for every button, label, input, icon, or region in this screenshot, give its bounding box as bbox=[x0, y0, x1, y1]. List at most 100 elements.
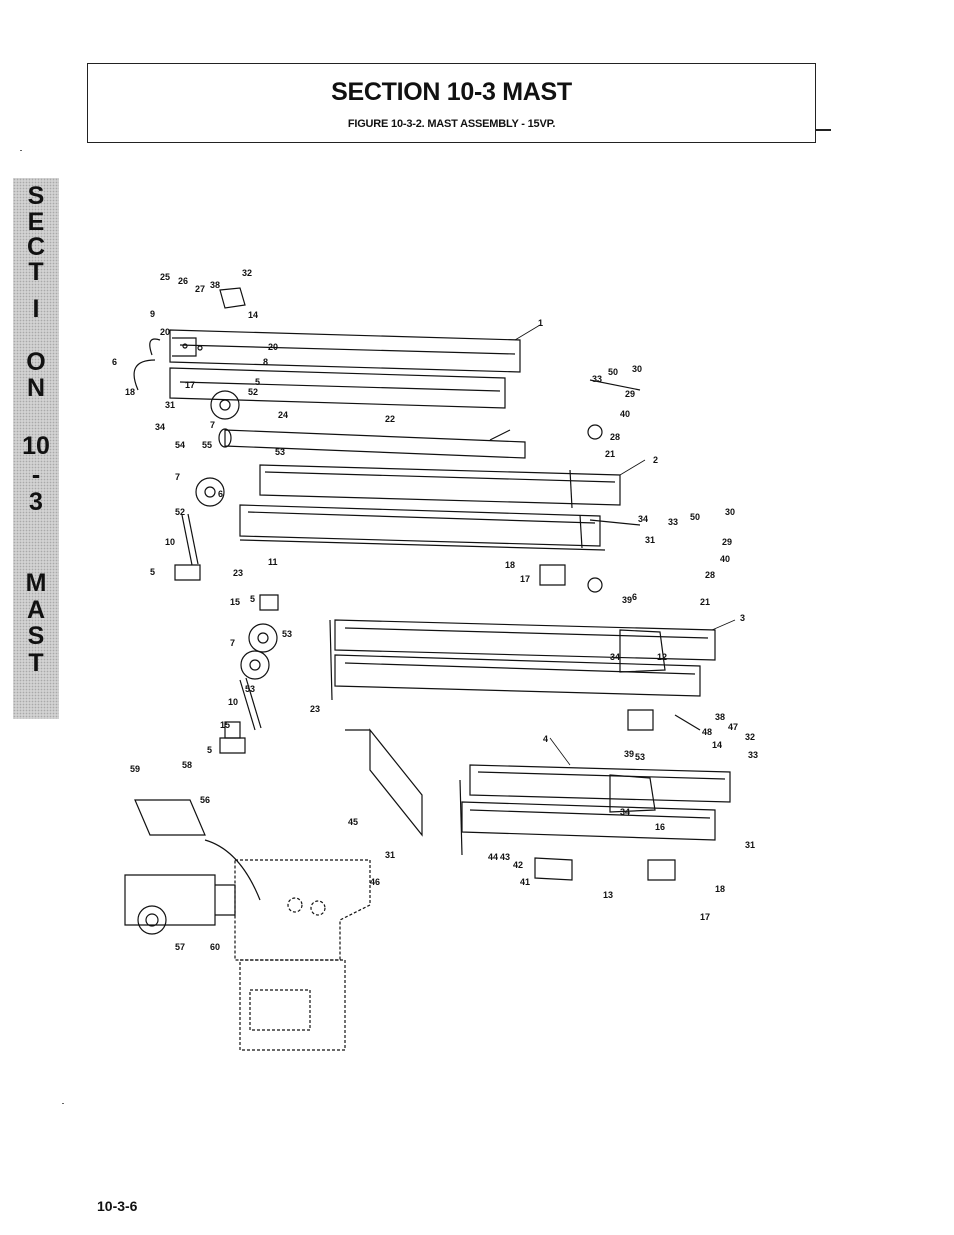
side-tab-char: C bbox=[26, 233, 46, 261]
callout: 34 bbox=[610, 652, 620, 662]
callout: 34 bbox=[620, 807, 630, 817]
base-chassis bbox=[234, 859, 371, 1051]
callout: 42 bbox=[513, 860, 523, 870]
callout: 20 bbox=[160, 327, 170, 337]
callout: 10 bbox=[228, 697, 238, 707]
callout: 5 bbox=[150, 567, 155, 577]
callout: 47 bbox=[728, 722, 738, 732]
callout: 8 bbox=[263, 357, 268, 367]
callout: 29 bbox=[625, 389, 635, 399]
callout: 21 bbox=[605, 449, 615, 459]
figure-caption: FIGURE 10-3-2. MAST ASSEMBLY - 15VP. bbox=[347, 118, 556, 130]
callout: 45 bbox=[348, 817, 358, 827]
callout: 33 bbox=[592, 374, 602, 384]
mast-section-3 bbox=[329, 619, 716, 701]
side-tab-char: 10 bbox=[22, 432, 50, 460]
callout: 18 bbox=[505, 560, 515, 570]
callout: 23 bbox=[310, 704, 320, 714]
motor-assembly bbox=[124, 799, 261, 935]
callout: 53 bbox=[275, 447, 285, 457]
callout: 44 bbox=[488, 852, 498, 862]
callout: 56 bbox=[200, 795, 210, 805]
callout: 17 bbox=[185, 380, 195, 390]
callout: 3 bbox=[740, 613, 745, 623]
side-tab-char: E bbox=[27, 208, 45, 236]
callout: 12 bbox=[657, 652, 667, 662]
mast-section-4 bbox=[459, 764, 731, 856]
leader-lines bbox=[514, 324, 736, 766]
callout: 16 bbox=[655, 822, 665, 832]
side-tab-char: T bbox=[28, 649, 44, 677]
callout: 5 bbox=[250, 594, 255, 604]
callout: 52 bbox=[248, 387, 258, 397]
callout: 50 bbox=[608, 367, 618, 377]
side-tab-char: T bbox=[28, 258, 44, 286]
section-title: SECTION 10-3 MAST bbox=[331, 78, 572, 106]
callout: 20 bbox=[268, 342, 278, 352]
callout: 55 bbox=[202, 440, 212, 450]
callout: 25 bbox=[160, 272, 170, 282]
sheave-assemblies bbox=[195, 390, 603, 680]
callout: 50 bbox=[690, 512, 700, 522]
callout: 31 bbox=[745, 840, 755, 850]
callout: 22 bbox=[385, 414, 395, 424]
callout: 53 bbox=[245, 684, 255, 694]
shafts bbox=[181, 513, 262, 731]
callout: 18 bbox=[715, 884, 725, 894]
callout: 54 bbox=[175, 440, 185, 450]
callout: 14 bbox=[248, 310, 258, 320]
callout: 1 bbox=[538, 318, 543, 328]
callout: 34 bbox=[638, 514, 648, 524]
callout: 4 bbox=[543, 734, 548, 744]
callout: 13 bbox=[603, 890, 613, 900]
callout: 6 bbox=[218, 489, 223, 499]
callout: 32 bbox=[745, 732, 755, 742]
side-tab-char: S bbox=[27, 182, 45, 210]
callout: 23 bbox=[233, 568, 243, 578]
callout: 34 bbox=[155, 422, 165, 432]
section-header-box: SECTION 10-3 MAST FIGURE 10-3-2. MAST AS… bbox=[87, 63, 816, 143]
callout: 28 bbox=[610, 432, 620, 442]
cable-and-latch bbox=[133, 287, 246, 391]
callout: 9 bbox=[150, 309, 155, 319]
callout: 7 bbox=[210, 420, 215, 430]
callout: 57 bbox=[175, 942, 185, 952]
callout: 6 bbox=[112, 357, 117, 367]
side-tab-char: A bbox=[26, 596, 46, 624]
callout: 41 bbox=[520, 877, 530, 887]
mast-assembly-drawing: 1 2 3 4 5 5 5 5 6 6 6 7 7 7 8 9 10 10 11… bbox=[112, 268, 758, 1051]
mast-section-2 bbox=[239, 464, 621, 551]
callout: 6 bbox=[632, 592, 637, 602]
callout: 31 bbox=[645, 535, 655, 545]
callout: 7 bbox=[230, 638, 235, 648]
callout: 48 bbox=[702, 727, 712, 737]
callout-labels: 1 2 3 4 5 5 5 5 6 6 6 7 7 7 8 9 10 10 11… bbox=[112, 268, 758, 952]
callout: 53 bbox=[282, 629, 292, 639]
brackets bbox=[174, 564, 279, 754]
scan-speck bbox=[20, 150, 22, 151]
tray-panel bbox=[345, 728, 423, 837]
callout: 24 bbox=[278, 410, 288, 420]
callout: 28 bbox=[705, 570, 715, 580]
callout: 17 bbox=[700, 912, 710, 922]
section-side-tab: S E C T I O N 10 - 3 M A S T bbox=[13, 178, 59, 719]
callout: 32 bbox=[242, 268, 252, 278]
callout: 27 bbox=[195, 284, 205, 294]
callout: 15 bbox=[220, 720, 230, 730]
mast-section-1 bbox=[169, 329, 521, 409]
callout: 10 bbox=[165, 537, 175, 547]
side-tab-char: I bbox=[32, 295, 40, 323]
callout: 40 bbox=[620, 409, 630, 419]
callout: 39 bbox=[622, 595, 632, 605]
side-tab-char: M bbox=[25, 569, 47, 597]
callout: 5 bbox=[207, 745, 212, 755]
callout: 38 bbox=[210, 280, 220, 290]
callout: 18 bbox=[125, 387, 135, 397]
callout: 7 bbox=[175, 472, 180, 482]
side-tab-char: N bbox=[26, 374, 46, 402]
callout: 52 bbox=[175, 507, 185, 517]
callout: 17 bbox=[520, 574, 530, 584]
side-tab-char: - bbox=[31, 461, 41, 489]
callout: 15 bbox=[230, 597, 240, 607]
callout: 31 bbox=[165, 400, 175, 410]
